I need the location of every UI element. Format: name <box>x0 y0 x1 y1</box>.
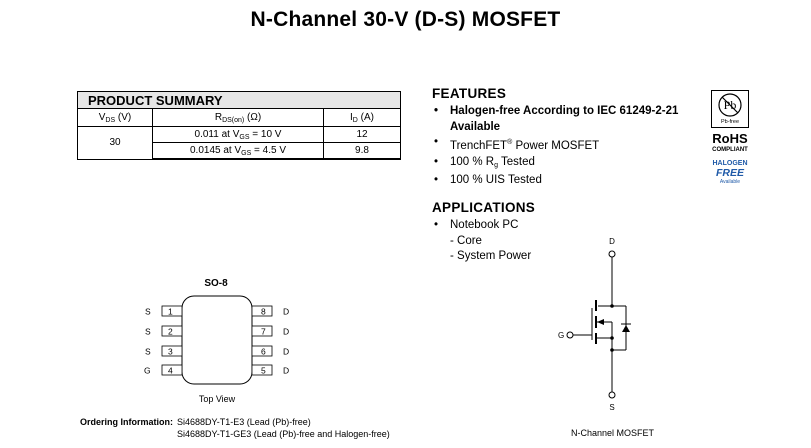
vds-value: 30 <box>77 126 153 160</box>
applications-heading: APPLICATIONS <box>432 200 536 215</box>
drain-terminal <box>608 250 616 258</box>
page-title: N-Channel 30-V (D-S) MOSFET <box>250 8 561 31</box>
rds-row2: 0.0145 at VGS = 4.5 V <box>152 142 324 160</box>
package-name: SO-8 <box>204 278 228 289</box>
available-label: Available <box>719 179 741 185</box>
features-list: Halogen-free According to IEC 61249-2-21… <box>432 104 702 189</box>
compliant-label: COMPLIANT <box>712 147 748 153</box>
pin-number: 7 <box>261 327 266 337</box>
pb-symbol: Pb <box>724 98 737 112</box>
applications-list: Notebook PC <box>432 218 672 234</box>
pin-label: S <box>145 347 151 357</box>
pin-label: D <box>283 307 289 317</box>
features-section: FEATURES Halogen-free According to IEC 6… <box>432 86 702 189</box>
rohs-label: RoHS <box>712 131 748 146</box>
pin-label: D <box>283 366 289 376</box>
pin-label: D <box>283 347 289 357</box>
source-label: S <box>609 403 614 412</box>
source-terminal <box>608 391 616 399</box>
col-header-vds: VDS (V) <box>77 108 153 127</box>
mosfet-schematic: D G S <box>558 237 631 412</box>
application-sub-system-power: - System Power <box>450 250 532 262</box>
application-sub-core: - Core <box>450 234 482 247</box>
feature-uis-tested: 100 % UIS Tested <box>432 173 702 189</box>
product-summary-table: PRODUCT SUMMARY VDS (V) RDS(on) (Ω) ID (… <box>77 91 401 160</box>
applications-section: APPLICATIONS Notebook PC - Core - System… <box>432 200 672 265</box>
pin-number: 6 <box>261 347 266 357</box>
ordering-label: Ordering Information: <box>80 417 173 427</box>
id-row1: 12 <box>323 126 401 143</box>
gate-terminal <box>566 331 574 339</box>
package-view-label: Top View <box>198 394 236 404</box>
feature-halogen-free: Halogen-free According to IEC 61249-2-21… <box>432 104 702 135</box>
pb-free-label: Pb-free <box>720 119 740 125</box>
gate-label: G <box>558 331 564 340</box>
left-pins: 1 2 3 4 S S S G <box>144 305 183 376</box>
so8-package-diagram: 1 2 3 4 S S S G 8 7 6 5 D D D D <box>144 295 289 385</box>
ordering-part-1: Si4688DY-T1-E3 (Lead (Pb)-free) <box>177 417 311 427</box>
rds-row1: 0.011 at VGS = 10 V <box>152 126 324 143</box>
id-row2: 9.8 <box>323 142 401 160</box>
pin-number: 5 <box>261 366 266 376</box>
body-diode-icon <box>622 325 630 332</box>
pin-label: S <box>145 307 151 317</box>
pin-number: 3 <box>168 347 173 357</box>
halogen-label: HALOGEN <box>712 160 748 167</box>
drain-label: D <box>609 237 615 246</box>
features-heading: FEATURES <box>432 86 507 101</box>
pin-number: 2 <box>168 327 173 337</box>
col-header-id: ID (A) <box>323 108 401 127</box>
right-pins: 8 7 6 5 D D D D <box>251 305 289 376</box>
ordering-part-2: Si4688DY-T1-GE3 (Lead (Pb)-free and Halo… <box>177 429 390 439</box>
product-summary-heading: PRODUCT SUMMARY <box>77 91 401 109</box>
pin-label: G <box>144 366 151 376</box>
free-label: FREE <box>715 167 744 179</box>
pin-number: 1 <box>168 307 173 317</box>
pin-number: 8 <box>261 307 266 317</box>
col-header-rds: RDS(on) (Ω) <box>152 108 324 127</box>
pin-number: 4 <box>168 366 173 376</box>
feature-rg-tested: 100 % Rg Tested <box>432 155 702 174</box>
pin-label: S <box>145 327 151 337</box>
feature-trenchfet: TrenchFET® Power MOSFET <box>432 135 702 155</box>
pb-free-icon: Pb Pb-free <box>711 90 749 128</box>
application-notebook: Notebook PC <box>432 218 672 234</box>
compliance-badge: Pb Pb-free RoHS COMPLIANT HALOGEN FREE A… <box>705 90 755 185</box>
pin-label: D <box>283 327 289 337</box>
schematic-caption: N-Channel MOSFET <box>570 428 655 438</box>
